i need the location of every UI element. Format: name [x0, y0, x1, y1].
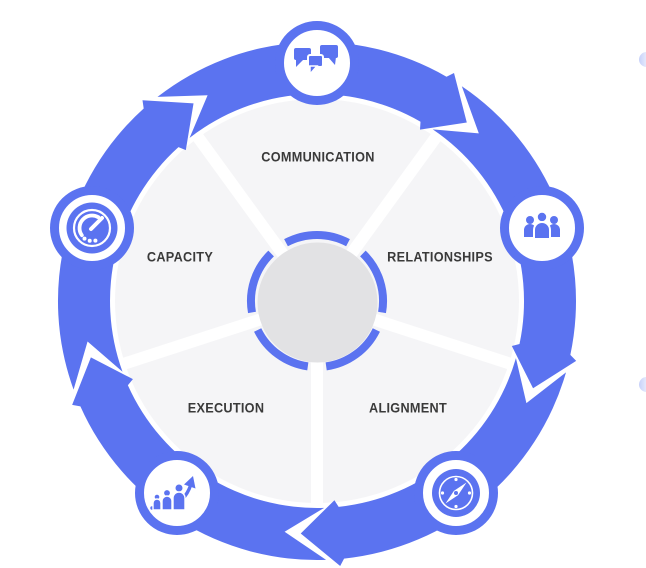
- segment-label-relationships: RELATIONSHIPS: [387, 249, 493, 265]
- compass-icon: [432, 469, 480, 517]
- chat-bubbles-icon: [294, 45, 338, 76]
- people-group-icon: [524, 210, 560, 240]
- gauge-icon: [66, 202, 118, 254]
- segment-label-communication: COMMUNICATION: [261, 149, 375, 165]
- clipped-edge-shape-top: [639, 52, 646, 67]
- segment-label-capacity: CAPACITY: [146, 249, 214, 265]
- icon-badges: [50, 21, 584, 535]
- segment-label-alignment: ALIGNMENT: [369, 400, 447, 416]
- center-hub: [257, 242, 378, 363]
- people-growth-icon: [150, 476, 196, 511]
- clipped-edge-shape-bottom: [639, 377, 646, 392]
- segment-label-execution: EXECUTION: [187, 400, 265, 416]
